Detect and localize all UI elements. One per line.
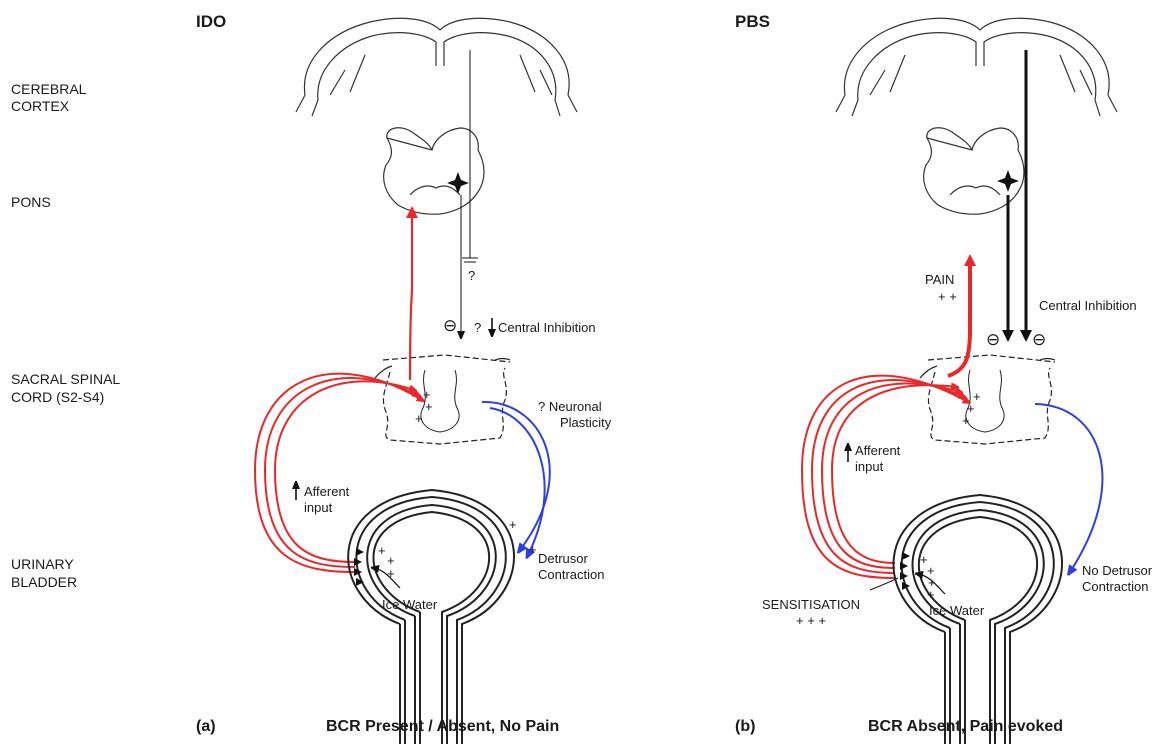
panel-b-caption: BCR Absent, Pain evoked	[868, 718, 1063, 736]
panel-a-question-mark: ?	[468, 268, 475, 284]
panel-a-title: IDO	[196, 12, 226, 32]
row-label-bladder-1: URINARY	[11, 555, 74, 573]
central-inhibition-label-a: Central Inhibition	[498, 320, 596, 336]
plasticity-label-1-a: ? Neuronal	[538, 399, 602, 415]
plus-sign: +	[425, 399, 433, 415]
plus-sign: +	[509, 517, 517, 533]
plus-sign: +	[529, 542, 537, 558]
bladder-b	[893, 495, 1062, 744]
panel-b-letter: (b)	[735, 718, 755, 736]
plus-sign: +	[387, 566, 395, 582]
central-inhibition-label-b: Central Inhibition	[1039, 298, 1137, 314]
bladder-receptors-a	[354, 548, 364, 586]
pain-plus-b: + +	[938, 289, 957, 305]
panel-a	[255, 18, 577, 744]
afferent-fibres-b	[802, 260, 970, 578]
spinal-roots-b	[920, 359, 1055, 379]
inhibit-symbol-a: ⊖	[443, 317, 457, 335]
efferent-fibres-b	[1035, 404, 1102, 572]
afferent-label-1-b: Afferent	[855, 443, 900, 459]
detrusor-label-1-a: Detrusor	[538, 551, 588, 567]
plus-sign: +	[415, 411, 423, 427]
detrusor-label-2-a: Contraction	[538, 567, 604, 583]
inhibit-symbol-b-left: ⊖	[986, 331, 1000, 349]
row-label-pons: PONS	[11, 193, 51, 211]
row-label-cortex-2: CORTEX	[11, 97, 69, 115]
plus-sign: +	[927, 587, 935, 603]
plus-sign: +	[962, 413, 970, 429]
inhibit-symbol-b-right: ⊖	[1032, 331, 1046, 349]
sensitisation-plus-b: + + +	[796, 613, 826, 629]
spinal-roots-a	[375, 359, 510, 379]
row-label-bladder-2: BLADDER	[11, 573, 77, 591]
row-label-cortex-1: CEREBRAL	[11, 80, 86, 98]
afferent-label-2-b: input	[855, 459, 883, 475]
pain-label-b: PAIN	[925, 272, 954, 288]
panel-b	[802, 18, 1117, 744]
detrusor-label-1-b: No Detrusor	[1082, 563, 1152, 579]
ice-water-label-a: Ice Water	[382, 597, 437, 613]
cortex-outline-a	[296, 18, 577, 116]
row-label-sacral-1: SACRAL SPINAL	[11, 370, 120, 388]
plasticity-label-2-a: Plasticity	[560, 415, 611, 431]
afferent-label-2-a: input	[304, 500, 332, 516]
row-label-sacral-2: CORD (S2-S4)	[11, 388, 104, 406]
afferent-fibres-a	[255, 212, 422, 572]
detrusor-label-2-b: Contraction	[1082, 579, 1148, 595]
sensitisation-label-b: SENSITISATION	[762, 597, 860, 613]
sensitisation-pointer-b	[870, 578, 898, 590]
pons-neuron-star-b	[997, 170, 1019, 192]
inhibition-prefix-a: ?	[474, 320, 481, 336]
cortex-outline-b	[836, 18, 1117, 116]
panel-a-letter: (a)	[196, 718, 216, 736]
panel-b-title: PBS	[735, 12, 770, 32]
afferent-label-1-a: Afferent	[304, 484, 349, 500]
plus-sign: +	[378, 543, 386, 559]
pons-outline-a	[384, 128, 484, 214]
panel-a-caption: BCR Present / Absent, No Pain	[326, 718, 559, 736]
pons-neuron-star-a	[447, 172, 469, 194]
ice-water-label-b: Ice Water	[929, 603, 984, 619]
bladder-a	[348, 490, 514, 744]
